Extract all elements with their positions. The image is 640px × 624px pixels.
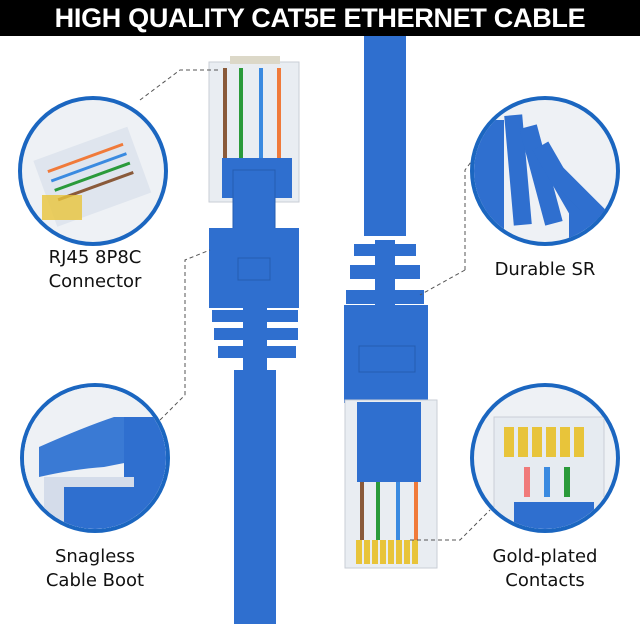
title-banner: HIGH QUALITY CAT5E ETHERNET CABLE [0,0,640,36]
callout-sr-label: Durable SR [494,259,596,280]
callout-gold-label: Gold-plated Contacts [492,546,598,591]
callout-boot-label: Snagless Cable Boot [45,546,145,591]
strain-relief-detail-image [470,96,620,246]
banner-title: HIGH QUALITY CAT5E ETHERNET CABLE [54,3,586,33]
gold-contacts-detail-image [470,383,620,533]
snagless-boot-detail-image [20,383,170,533]
callout-rj45-label: RJ45 8P8C Connector [48,247,142,292]
rj45-detail-image [18,96,168,246]
